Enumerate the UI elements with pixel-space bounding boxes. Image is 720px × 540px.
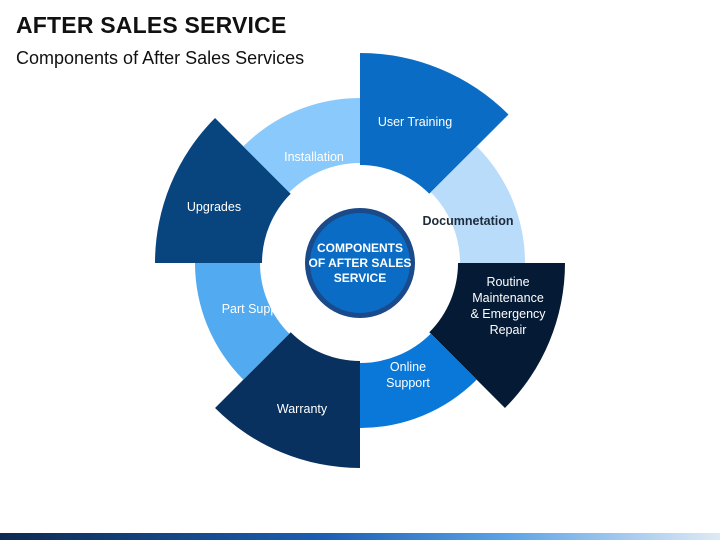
segment-label-line: Part Supply [222, 302, 287, 316]
segment-label-line: Repair [490, 323, 527, 337]
segment-label-upgrades: Upgrades [187, 200, 241, 214]
segment-documentation [430, 146, 525, 263]
segment-online-support [360, 333, 477, 428]
segment-label-part-supply: Part Supply [222, 302, 287, 316]
segment-label-line: Upgrades [187, 200, 241, 214]
hub-inner-circle [310, 213, 410, 313]
segment-routine-maintenance [429, 263, 565, 408]
segment-label-warranty: Warranty [277, 402, 328, 416]
segment-label-line: User Training [378, 115, 452, 129]
segment-label-line: Online [390, 360, 426, 374]
segment-label-line: Routine [486, 275, 529, 289]
segment-label-line: Warranty [277, 402, 328, 416]
segment-label-line: Documnetation [423, 214, 514, 228]
segment-warranty [215, 332, 360, 468]
segment-part-supply [195, 263, 290, 380]
page-subtitle: Components of After Sales Services [16, 48, 305, 68]
hub-label-line: COMPONENTS [317, 241, 403, 255]
segment-label-line: & Emergency [470, 307, 546, 321]
segment-upgrades [155, 118, 291, 263]
segment-label-line: Installation [284, 150, 344, 164]
segment-label-line: Maintenance [472, 291, 544, 305]
bottom-accent-bar [0, 533, 720, 540]
page-title: AFTER SALES SERVICE [16, 12, 287, 38]
segment-user-training [360, 53, 509, 194]
segment-label-installation: Installation [284, 150, 344, 164]
segment-label-line: Support [386, 376, 430, 390]
hub-label-line: SERVICE [334, 271, 386, 285]
segment-label-user-training: User Training [378, 115, 452, 129]
segment-label-documentation: Documnetation [423, 214, 514, 228]
hub-label-line: OF AFTER SALES [309, 256, 412, 270]
segment-installation [243, 98, 360, 193]
